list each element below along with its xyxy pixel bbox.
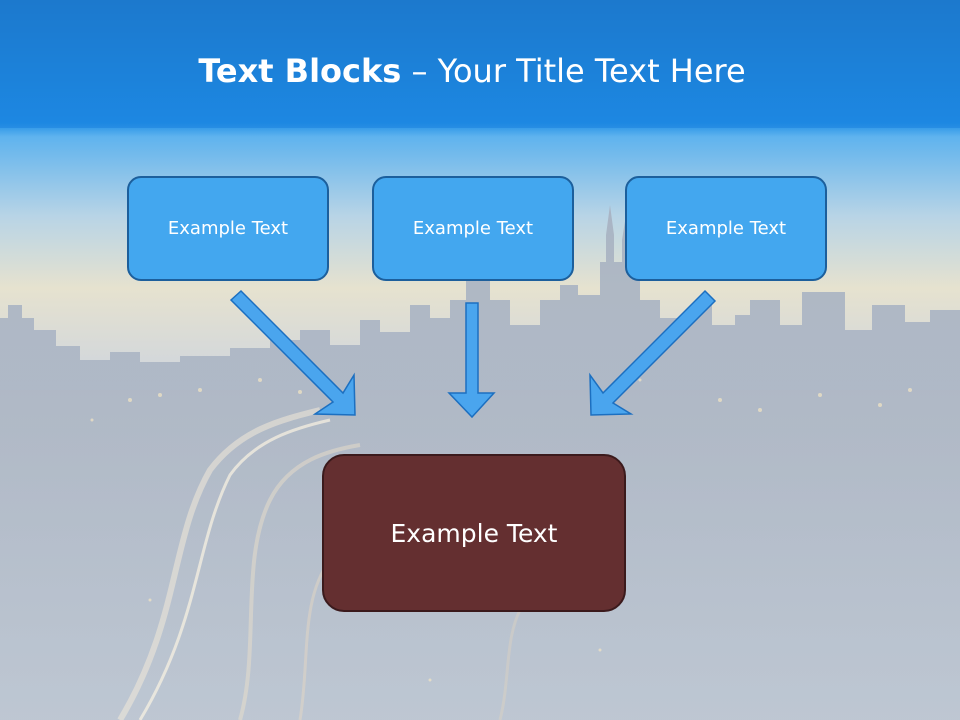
text-block-3-label: Example Text [665,218,787,239]
result-text-block[interactable]: Example Text [322,454,626,612]
text-block-2-label: Example Text [412,218,534,239]
text-block-1-label: Example Text [167,218,289,239]
arrow-right-diagonal [589,289,717,416]
result-text-block-label: Example Text [390,518,558,548]
title-bold-part: Text Blocks [198,52,402,90]
text-block-2[interactable]: Example Text [372,176,574,281]
title-dash: – [401,52,438,90]
text-block-1[interactable]: Example Text [127,176,329,281]
text-block-3[interactable]: Example Text [625,176,827,281]
slide-title: Text Blocks – Your Title Text Here [0,52,944,90]
arrow-left-diagonal [229,289,356,416]
title-rest-part: Your Title Text Here [437,52,746,90]
arrow-center-down [447,302,496,419]
